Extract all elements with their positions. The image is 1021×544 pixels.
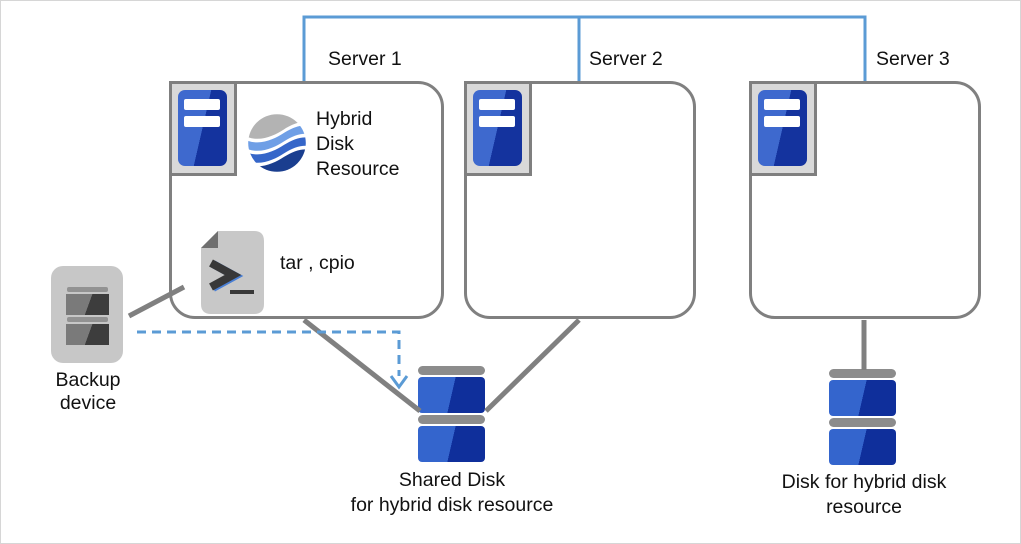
- disk-cap: [829, 418, 896, 427]
- hybrid-disk-resource-icon: [248, 114, 306, 172]
- backup-device-rail: [67, 317, 108, 322]
- backup-device-rail: [67, 287, 108, 292]
- server-drive-bay: [479, 116, 515, 127]
- server-tower-body: [473, 90, 522, 166]
- server-drive-bay: [184, 99, 220, 110]
- script-file-icon: [201, 231, 264, 314]
- hybrid-disk-label: Disk for hybrid disk resource: [781, 471, 947, 518]
- shared-disk-icon: [418, 366, 485, 464]
- server2-label: Server 2: [589, 48, 663, 70]
- server-tower-icon: [749, 81, 817, 176]
- server-drive-bay: [479, 99, 515, 110]
- disk-platter: [829, 380, 896, 416]
- server1-to-shared-disk-line: [302, 318, 422, 413]
- backup-device-label: Backup device: [55, 369, 121, 414]
- hybrid-resource-label: Hybrid Disk Resource: [316, 108, 400, 180]
- server-tower-body: [178, 90, 227, 166]
- server-drive-bay: [764, 99, 800, 110]
- server1-label: Server 1: [328, 48, 402, 70]
- disk-cap: [418, 415, 485, 424]
- backup-device-icon: [51, 266, 123, 363]
- server2-to-shared-disk-line: [484, 318, 581, 413]
- server-tower-icon: [464, 81, 532, 176]
- disk-cap: [829, 369, 896, 378]
- hybrid-disk-icon: [829, 369, 896, 467]
- disk-cap: [418, 366, 485, 375]
- backup-dashed-arrowhead: [389, 375, 409, 390]
- script-label: tar , cpio: [280, 252, 355, 274]
- server-tower-body: [758, 90, 807, 166]
- disk-platter: [418, 426, 485, 462]
- disk-platter: [829, 429, 896, 465]
- backup-device-slot: [66, 294, 109, 315]
- server-drive-bay: [184, 116, 220, 127]
- shared-disk-label: Shared Disk for hybrid disk resource: [350, 469, 554, 516]
- disk-platter: [418, 377, 485, 413]
- server-drive-bay: [764, 116, 800, 127]
- server3-label: Server 3: [876, 48, 950, 70]
- backup-device-slot: [66, 324, 109, 345]
- backup-dashed-arrow-line: [137, 330, 401, 376]
- server-tower-icon: [169, 81, 237, 176]
